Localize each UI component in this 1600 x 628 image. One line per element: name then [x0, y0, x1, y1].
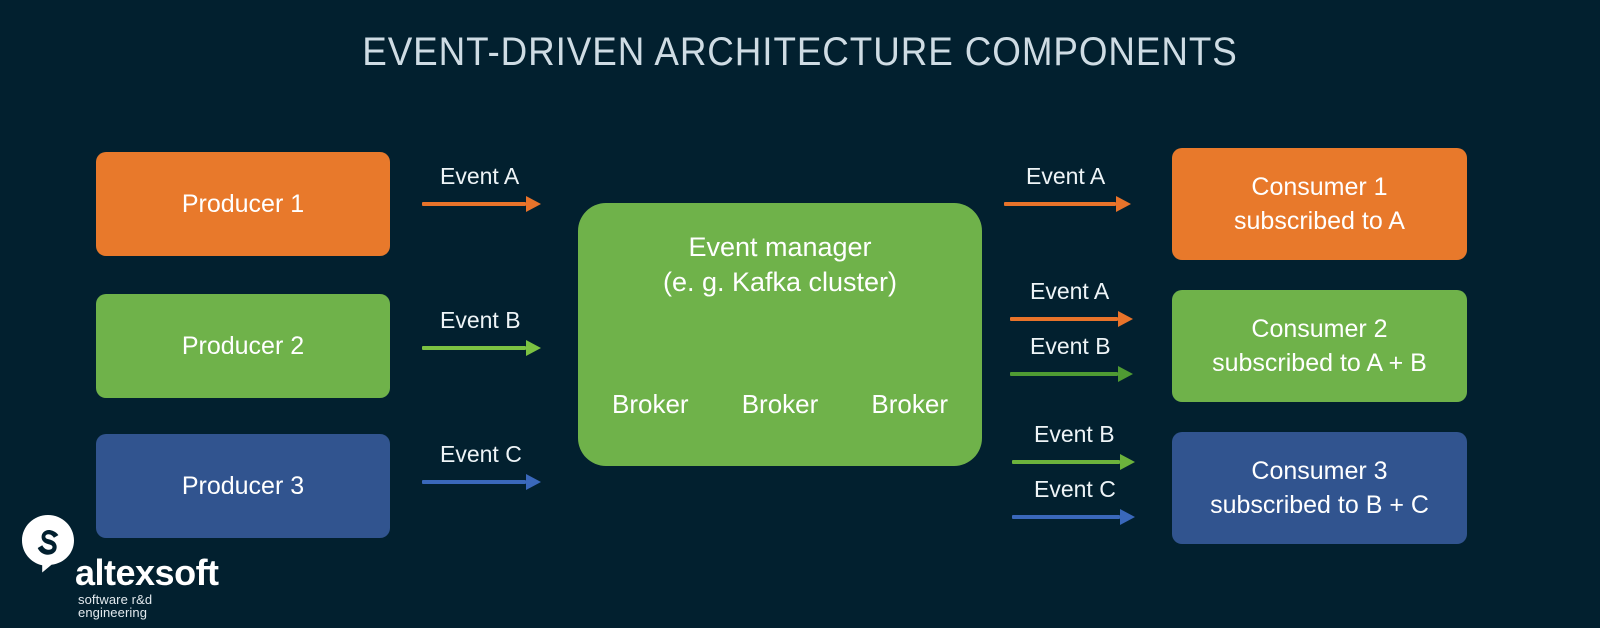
arrow-head-icon — [1120, 454, 1135, 470]
right-arrow-2 — [1010, 311, 1133, 327]
event-manager-title-line1: Event manager — [688, 232, 872, 262]
arrow-head-icon — [526, 196, 541, 212]
right-arrow-1 — [1004, 196, 1131, 212]
altexsoft-tagline: software r&d engineering — [78, 592, 153, 620]
arrow-shaft — [1004, 202, 1116, 206]
arrow-head-icon — [526, 340, 541, 356]
arrow-head-icon — [1120, 509, 1135, 525]
right-arrow-5-label: Event C — [1034, 476, 1116, 502]
consumer-3-line1: Consumer 3 — [1251, 456, 1388, 485]
event-manager-title-line2: (e. g. Kafka cluster) — [662, 267, 898, 298]
right-arrow-4 — [1012, 454, 1135, 470]
broker-1-label: Broker — [612, 389, 689, 420]
left-arrow-3 — [422, 474, 541, 490]
consumer-3-label: Consumer 3 subscribed to B + C — [1210, 454, 1429, 523]
page-title: EVENT-DRIVEN ARCHITECTURE COMPONENTS — [362, 30, 1238, 74]
producer-2-box: Producer 2 — [96, 294, 390, 398]
arrow-head-icon — [1116, 196, 1131, 212]
broker-2-label: Broker — [741, 389, 819, 420]
producer-3-box: Producer 3 — [96, 434, 390, 538]
arrow-head-icon — [526, 474, 541, 490]
producer-3-label: Producer 3 — [181, 471, 305, 500]
event-manager-title: Event manager (e. g. Kafka cluster) — [578, 230, 982, 300]
consumer-1-label: Consumer 1 subscribed to A — [1234, 170, 1405, 239]
consumer-2-box: Consumer 2 subscribed to A + B — [1172, 290, 1467, 402]
right-arrow-3 — [1010, 366, 1133, 382]
arrow-shaft — [1010, 317, 1118, 321]
consumer-1-box: Consumer 1 subscribed to A — [1172, 148, 1467, 260]
arrow-shaft — [422, 346, 526, 350]
consumer-2-line2: subscribed to A + B — [1212, 349, 1427, 377]
left-arrow-1 — [422, 196, 541, 212]
consumer-3-box: Consumer 3 subscribed to B + C — [1172, 432, 1467, 544]
left-arrow-3-label: Event C — [440, 441, 522, 467]
event-manager-box: Event manager (e. g. Kafka cluster) Brok… — [578, 203, 982, 466]
consumer-1-line1: Consumer 1 — [1251, 172, 1388, 201]
producer-1-box: Producer 1 — [96, 152, 390, 256]
arrow-shaft — [1012, 515, 1120, 519]
altexsoft-wordmark: altexsoft — [75, 552, 219, 593]
altexsoft-logo: altexsoft software r&d engineering — [18, 512, 219, 620]
broker-3-label: Broker — [871, 389, 948, 420]
consumer-2-line1: Consumer 2 — [1251, 314, 1388, 343]
right-arrow-1-label: Event A — [1026, 163, 1106, 189]
arrow-shaft — [1012, 460, 1120, 464]
right-arrow-3-label: Event B — [1030, 333, 1111, 359]
right-arrow-2-label: Event A — [1030, 278, 1110, 304]
arrow-shaft — [422, 480, 526, 484]
broker-row: Broker Broker Broker — [578, 387, 982, 423]
arrow-shaft — [1010, 372, 1118, 376]
right-arrow-5 — [1012, 509, 1135, 525]
consumer-2-label: Consumer 2 subscribed to A + B — [1212, 312, 1427, 381]
left-arrow-2-label: Event B — [440, 307, 521, 333]
producer-2-label: Producer 2 — [181, 331, 305, 360]
left-arrow-1-label: Event A — [440, 163, 520, 189]
arrow-head-icon — [1118, 311, 1133, 327]
left-arrow-2 — [422, 340, 541, 356]
arrow-head-icon — [1118, 366, 1133, 382]
consumer-1-line2: subscribed to A — [1234, 207, 1405, 235]
altexsoft-logo-mark-icon — [22, 515, 74, 573]
consumer-3-line2: subscribed to B + C — [1210, 491, 1429, 519]
arrow-shaft — [422, 202, 526, 206]
producer-1-label: Producer 1 — [181, 189, 305, 218]
right-arrow-4-label: Event B — [1034, 421, 1115, 447]
